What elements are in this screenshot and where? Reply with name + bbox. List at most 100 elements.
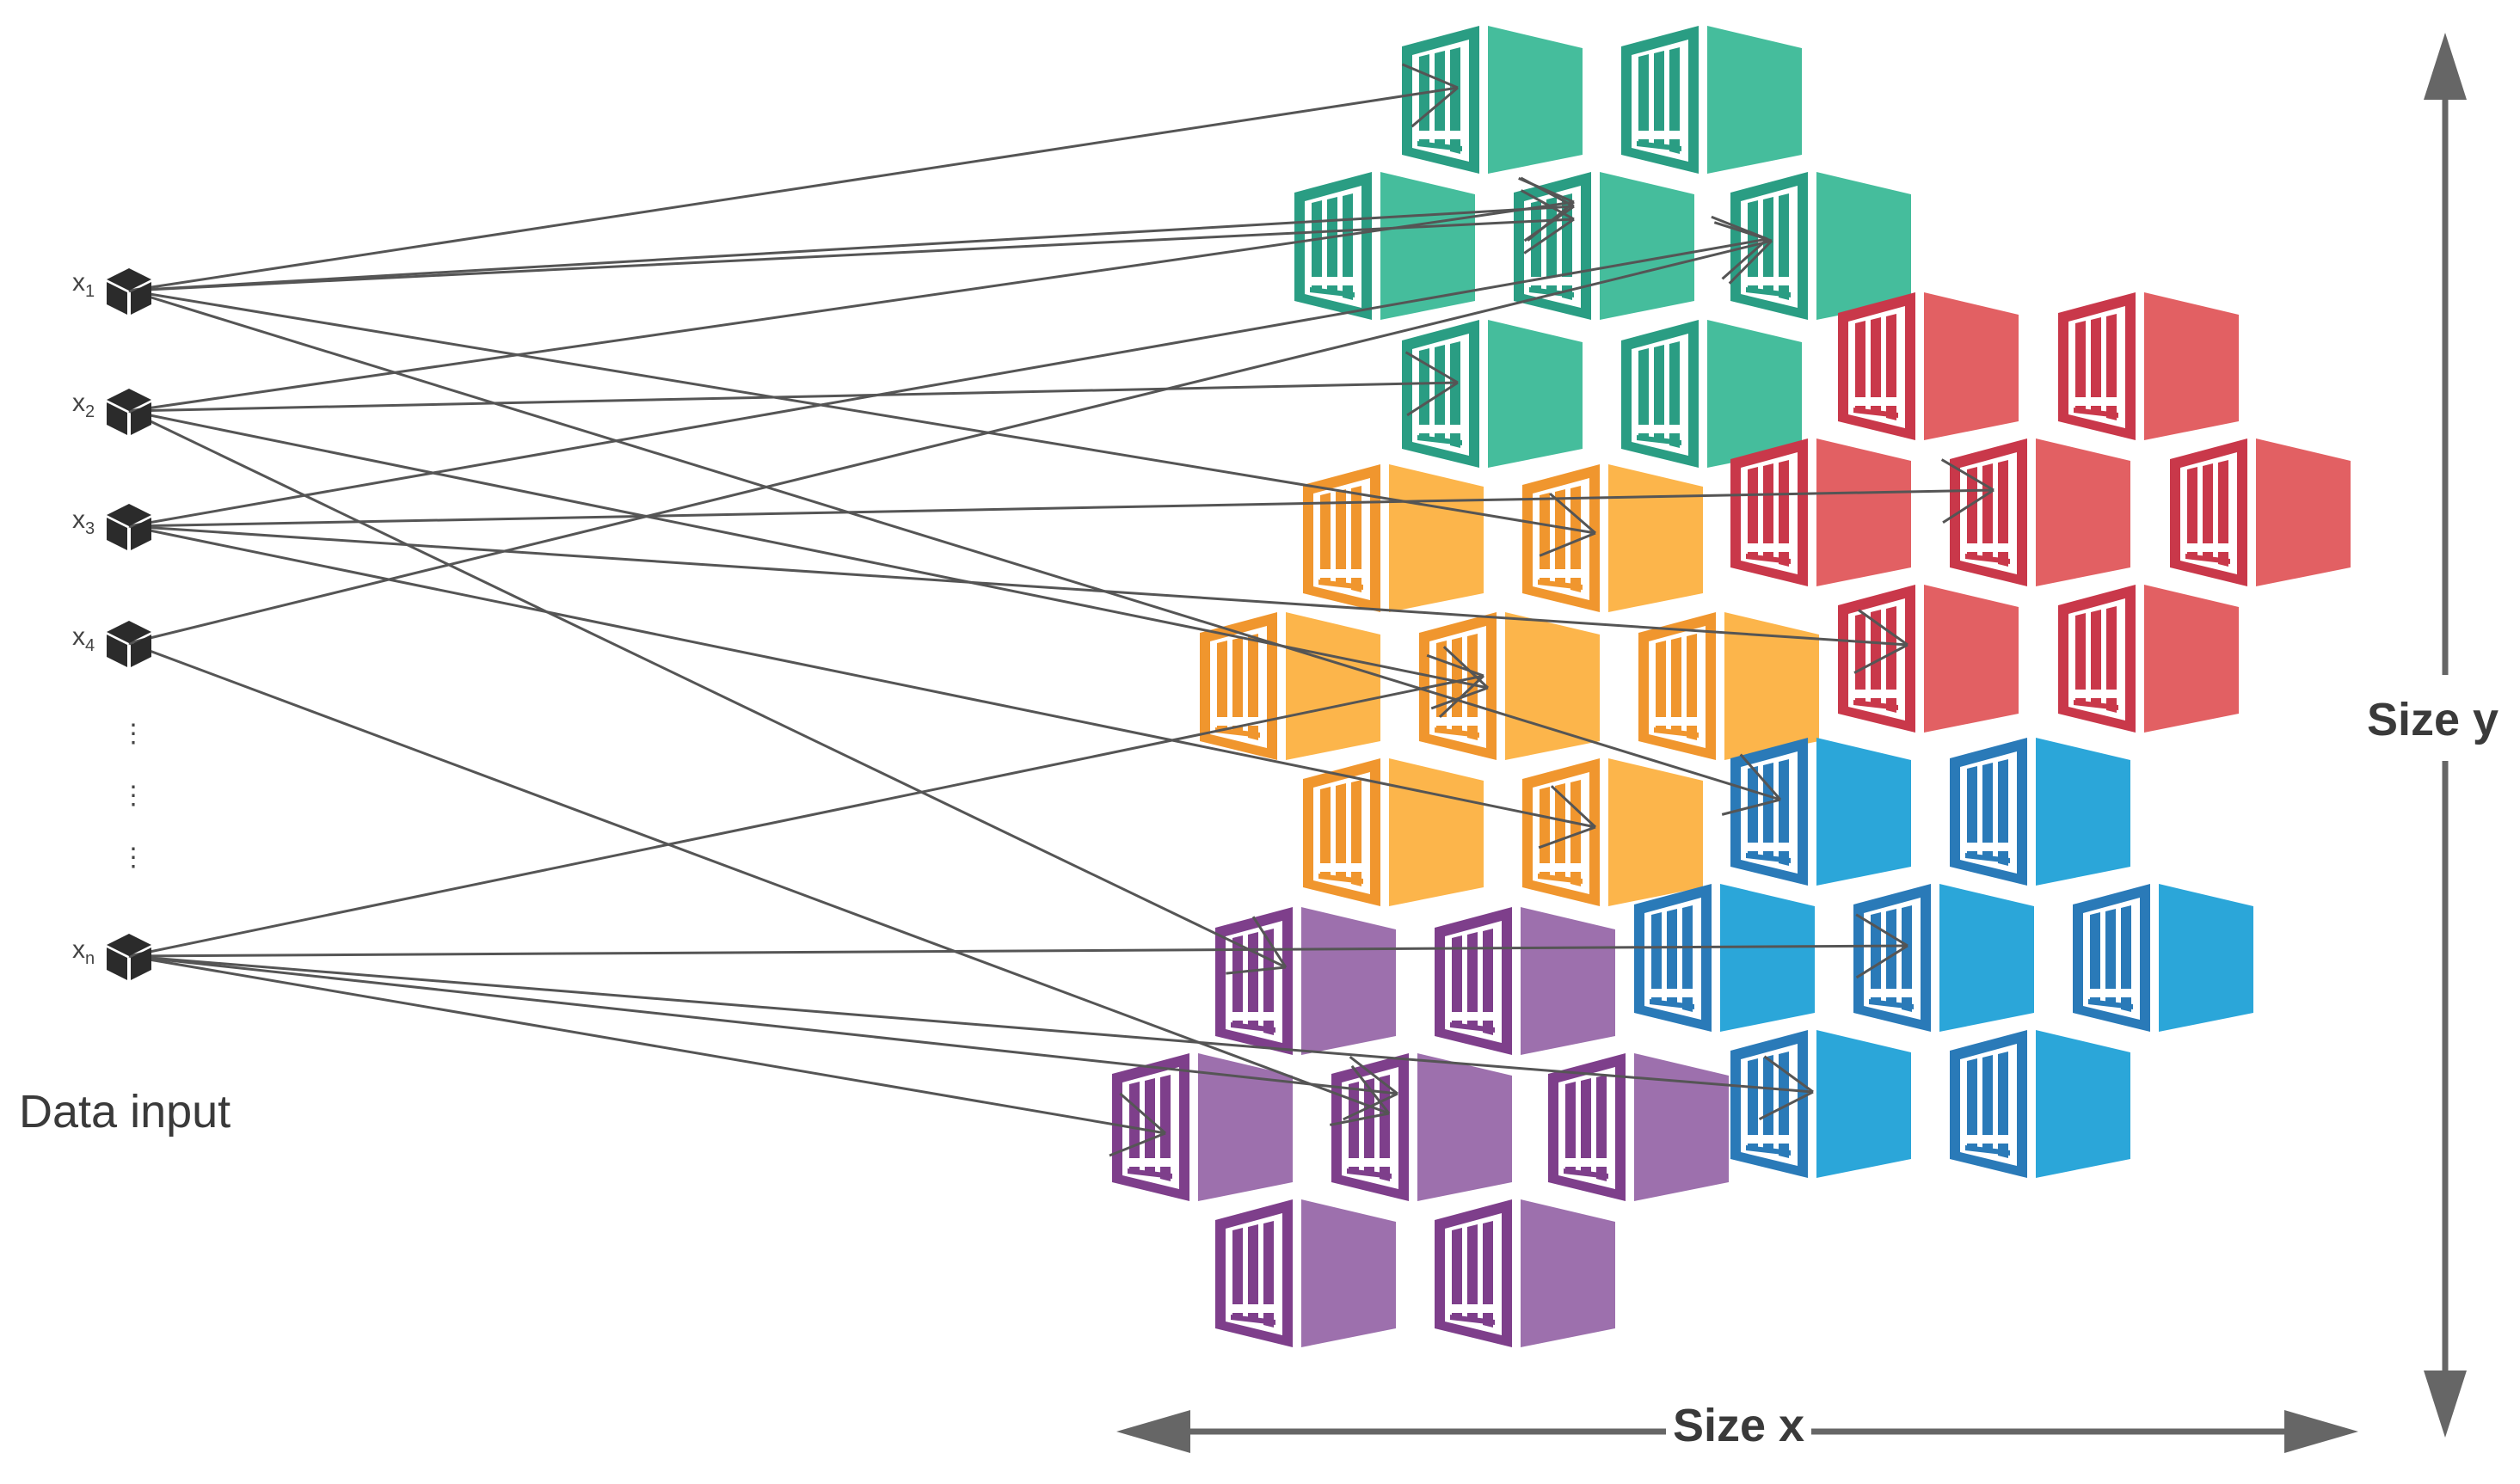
connection-arrowhead: [1527, 200, 1575, 242]
container-node-icon: [1215, 907, 1396, 1055]
container-node-icon: [1950, 438, 2130, 586]
connection-arrowhead: [1426, 653, 1484, 678]
connection-arrowhead: [1721, 798, 1781, 816]
connection-line: [128, 239, 1773, 645]
connection-line: [128, 641, 1390, 1115]
connection-line: [128, 954, 1814, 1094]
container-node-icon: [1294, 172, 1475, 320]
connection-line: [128, 237, 1768, 528]
data-input-label: Data input: [19, 1086, 231, 1138]
container-node-icon: [1402, 26, 1583, 174]
container-node-icon: [1621, 320, 1802, 468]
input-label-x1: x1: [72, 268, 95, 301]
size-y-arrow-down-icon: [2424, 1371, 2467, 1438]
cube-icon: [107, 934, 151, 980]
container-node-icon: [1638, 612, 1819, 760]
ellipsis-2: ⋮: [120, 782, 146, 810]
input-label-x4: x4: [72, 622, 95, 655]
connection-line: [128, 200, 1575, 413]
connection-lines: [128, 63, 1994, 1157]
connection-line: [128, 289, 1781, 801]
connection-line: [128, 289, 1596, 535]
cube-icon: [107, 268, 151, 315]
connection-line: [128, 674, 1484, 958]
connection-arrowhead: [1251, 916, 1288, 968]
connection-arrowhead: [1518, 176, 1575, 204]
container-node-icon: [1950, 738, 2130, 886]
input-label-xn: xn: [72, 935, 95, 968]
input-label-x3: x3: [72, 506, 95, 538]
input-label-x2: x2: [72, 389, 95, 421]
connection-arrowhead: [1549, 493, 1596, 535]
size-x-label: Size x: [1666, 1399, 1812, 1452]
size-y-arrow-up-icon: [2424, 33, 2467, 100]
connection-line: [128, 524, 1596, 829]
connection-line: [128, 86, 1459, 292]
container-node-icon: [1522, 464, 1703, 612]
container-node-icon: [1548, 1053, 1729, 1201]
connection-arrowhead: [1728, 239, 1773, 285]
connection-arrowhead: [1109, 1131, 1166, 1157]
connection-arrowhead: [1119, 1092, 1166, 1135]
connection-arrowhead: [1226, 966, 1287, 975]
container-node-icon: [1215, 1199, 1396, 1347]
container-node-icon: [1435, 907, 1615, 1055]
size-x-arrow-left-icon: [1116, 1410, 1190, 1453]
container-node-icon: [1435, 1199, 1615, 1347]
connection-line: [128, 954, 1398, 1095]
connection-line: [128, 409, 1489, 690]
ellipsis-1: ⋮: [120, 720, 146, 748]
connection-arrowhead: [1411, 86, 1459, 128]
container-node-icon: [1853, 884, 2034, 1032]
connection-line: [128, 944, 1908, 958]
connection-arrowhead: [1855, 944, 1908, 979]
cube-icon: [107, 389, 151, 435]
connection-arrowhead: [1442, 646, 1490, 690]
connection-arrowhead: [1404, 351, 1459, 384]
connection-arrowhead: [1858, 609, 1908, 647]
container-node-icon: [1402, 320, 1583, 468]
connection-arrowhead: [1758, 1090, 1814, 1121]
container-node-icon: [1419, 612, 1600, 760]
connection-line: [128, 524, 1908, 647]
connection-arrowhead: [1401, 63, 1459, 89]
connection-arrowhead: [1763, 1055, 1814, 1094]
container-node-icon: [1303, 464, 1484, 612]
container-node-icon: [1950, 1030, 2130, 1178]
ellipsis-3: ⋮: [120, 843, 146, 872]
container-node-icon: [1838, 585, 2019, 733]
connection-arrowhead: [1739, 753, 1782, 800]
connection-arrowhead: [1406, 381, 1459, 417]
container-node-icon: [1331, 1053, 1512, 1201]
connection-arrowhead: [1855, 913, 1908, 947]
connection-arrowhead: [1940, 458, 1994, 492]
cube-icon: [107, 621, 151, 667]
container-node-icon: [2073, 884, 2253, 1032]
connection-arrowhead: [1438, 674, 1485, 719]
connection-arrowhead: [1343, 1092, 1398, 1121]
som-grid: [1112, 26, 2351, 1347]
connection-arrowhead: [1853, 643, 1908, 674]
size-x-arrow-right-icon: [2284, 1410, 2358, 1453]
container-node-icon: [1112, 1053, 1293, 1201]
connection-line: [128, 409, 1287, 969]
connection-line: [128, 205, 1575, 292]
container-node-icon: [2170, 438, 2351, 586]
size-axes: [1116, 33, 2520, 1453]
input-nodes: [107, 268, 151, 980]
connection-line: [128, 954, 1166, 1135]
container-node-icon: [2058, 292, 2239, 440]
connection-arrowhead: [1538, 825, 1596, 849]
connection-arrowhead: [1539, 531, 1596, 557]
container-node-icon: [2058, 585, 2239, 733]
connection-arrowhead: [1713, 221, 1773, 242]
container-node-icon: [1730, 172, 1911, 320]
container-node-icon: [1730, 738, 1911, 886]
container-node-icon: [1621, 26, 1802, 174]
container-node-icon: [1838, 292, 2019, 440]
container-node-icon: [1730, 1030, 1911, 1178]
container-node-icon: [1634, 884, 1815, 1032]
container-node-icon: [1730, 438, 1911, 586]
connection-line: [128, 381, 1459, 413]
